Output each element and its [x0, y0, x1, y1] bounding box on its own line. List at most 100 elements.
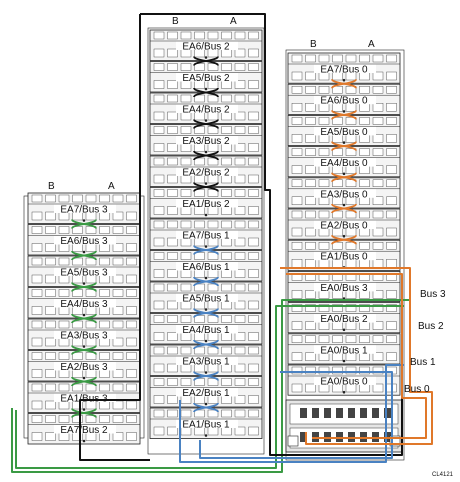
bus-1-loop-cable [193, 276, 219, 287]
enclosure: EA5/Bus 1 [149, 281, 263, 313]
column-headers: B A B A B A [48, 16, 375, 192]
enclosure-label: EA7/Bus 0 [320, 65, 368, 76]
middle-cabinet-enclosures: EA6/Bus 2 EA5/Bus 2 EA4/Bus 2 EA3/Bus 2 EA2/… [149, 29, 263, 439]
enclosure: EA2/Bus 3 [27, 350, 141, 382]
enclosure: EA7/Bus 0 [287, 52, 401, 84]
enclosure-label: EA0/Bus 2 [320, 314, 368, 325]
enclosure-label: EA2/Bus 2 [182, 168, 230, 179]
enclosure: EA3/Bus 2 [149, 124, 263, 156]
enclosure-label: EA2/Bus 0 [320, 221, 368, 232]
enclosure: EA5/Bus 2 [149, 61, 263, 93]
enclosure-label: EA1/Bus 0 [320, 252, 368, 263]
enclosure-label: EA6/Bus 2 [182, 42, 230, 53]
bus-2-loop-cable [193, 55, 219, 67]
bus-0-label: Bus 0 [404, 384, 430, 395]
bus-3-loop-cable [71, 313, 97, 324]
bus-0-loop-cable [331, 141, 357, 152]
enclosure-label: EA7/Bus 3 [60, 205, 108, 216]
right-cabinet-enclosures: EA7/Bus 0 EA6/Bus 0 EA5/Bus 0 EA4/Bus 0 EA3/… [287, 52, 401, 396]
enclosure-label: EA3/Bus 1 [182, 357, 230, 368]
enclosure: EA2/Bus 2 [149, 155, 263, 187]
bus-2-label: Bus 2 [418, 321, 444, 332]
bus-1-loop-cable [193, 370, 219, 382]
enclosure-label: EA2/Bus 3 [60, 362, 108, 373]
enclosure: EA2/Bus 1 [149, 376, 263, 408]
enclosure: EA7/Bus 3 [27, 192, 141, 224]
enclosure: EA3/Bus 1 [149, 344, 263, 376]
figure-code: CL4121 [432, 472, 454, 478]
bus-3-run-cable [15, 305, 404, 469]
enclosure-label: EA6/Bus 3 [60, 236, 108, 247]
bus-2-loop-cable [193, 118, 219, 130]
enclosure: EA6/Bus 0 [287, 83, 401, 115]
enclosure-label: EA5/Bus 1 [182, 294, 230, 305]
enclosure-label: EA4/Bus 0 [320, 158, 368, 169]
bus-3-loop-cable [71, 250, 97, 261]
enclosure-label: EA0/Bus 1 [320, 345, 368, 356]
enclosure-label: EA3/Bus 3 [60, 331, 108, 342]
enclosure: EA4/Bus 3 [27, 287, 141, 319]
bus-0-loop-cable [331, 109, 357, 120]
enclosure-label: EA0/Bus 0 [320, 377, 368, 388]
middle-port-b-label: B [172, 16, 179, 27]
enclosure: EA5/Bus 3 [27, 255, 141, 287]
enclosure: EA6/Bus 1 [149, 250, 263, 282]
left-cabinet-enclosures: EA7/Bus 3 EA6/Bus 3 EA5/Bus 3 EA4/Bus 3 EA3/… [27, 192, 141, 445]
enclosure-label: EA1/Bus 2 [182, 199, 230, 210]
bus-0-loop-cable [331, 234, 357, 245]
enclosure: EA3/Bus 0 [287, 177, 401, 209]
bus-3-loop-cable [71, 407, 97, 419]
enclosure: EA0/Bus 3 [287, 270, 401, 302]
enclosure: EA6/Bus 2 [149, 29, 263, 61]
enclosure: EA7/Bus 1 [149, 218, 263, 250]
bus-1-run-cable [199, 371, 393, 459]
bus-2-loop-cable [193, 87, 219, 98]
bus-2-loop-cable [193, 181, 219, 193]
enclosure: EA1/Bus 2 [149, 187, 263, 219]
enclosure-label: EA0/Bus 3 [320, 283, 368, 294]
bus-3-label: Bus 3 [420, 289, 446, 300]
bus-3-loop-cable [71, 281, 97, 293]
enclosure: EA1/Bus 1 [149, 407, 263, 439]
bus-3-loop-cable [71, 218, 97, 230]
enclosure: EA3/Bus 3 [27, 318, 141, 350]
enclosure-label: EA3/Bus 2 [182, 136, 230, 147]
enclosure-label: EA5/Bus 2 [182, 73, 230, 84]
enclosure: EA0/Bus 0 [287, 364, 401, 396]
bus-3-loop-cable [71, 376, 97, 387]
middle-port-a-label: A [230, 16, 237, 27]
enclosure: EA1/Bus 0 [287, 239, 401, 271]
bus-1-loop-cable [193, 244, 219, 256]
enclosure-label: EA5/Bus 0 [320, 127, 368, 138]
enclosure: EA4/Bus 2 [149, 92, 263, 124]
enclosure: EA0/Bus 2 [287, 302, 401, 334]
bus-0-loop-cable [331, 78, 357, 89]
enclosure: EA4/Bus 1 [149, 313, 263, 345]
bus-2-loop-cable [193, 150, 219, 161]
enclosure: EA5/Bus 0 [287, 115, 401, 147]
enclosure: EA6/Bus 3 [27, 224, 141, 256]
bus-2-run-cable [79, 14, 150, 461]
enclosure-label: EA1/Bus 1 [182, 420, 230, 431]
enclosure-label: EA4/Bus 1 [182, 325, 230, 336]
enclosure: EA0/Bus 1 [287, 333, 401, 365]
enclosure-label: EA7/Bus 1 [182, 231, 230, 242]
enclosure: EA7/Bus 2 [27, 413, 141, 445]
enclosure: EA2/Bus 0 [287, 208, 401, 240]
bus-1-label: Bus 1 [410, 357, 436, 368]
left-port-a-label: A [108, 181, 115, 192]
enclosure-label: EA4/Bus 3 [60, 299, 108, 310]
enclosure-label: EA2/Bus 1 [182, 388, 230, 399]
bus-1-loop-cable [193, 339, 219, 350]
bus-0-run-cable [280, 267, 433, 445]
enclosure-label: EA7/Bus 2 [60, 425, 108, 436]
right-port-b-label: B [310, 39, 317, 50]
bus-2-run-cable [140, 13, 403, 456]
bus-0-loop-cable [331, 172, 357, 183]
bus-1-loop-cable [193, 307, 219, 319]
bus-labels: Bus 3 Bus 2 Bus 1 Bus 0 [404, 289, 446, 395]
enclosure-label: EA6/Bus 0 [320, 96, 368, 107]
bus-1-run-cable [179, 364, 404, 463]
enclosure-label: EA3/Bus 0 [320, 189, 368, 200]
